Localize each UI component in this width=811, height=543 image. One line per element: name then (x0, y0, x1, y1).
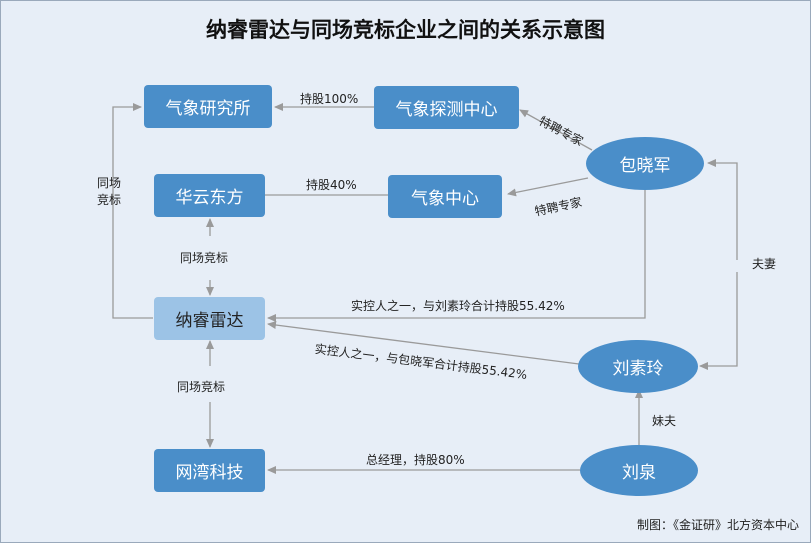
label-same-bid-left-1: 同场 (97, 176, 122, 190)
edge-same-bid-left (112, 103, 153, 319)
node-qixiang-probe-center: 气象探测中心 (374, 86, 519, 129)
node-liusuling: 刘素玲 (578, 340, 698, 393)
label-control-bao: 实控人之一，与刘素玲合计持股55.42% (351, 299, 565, 313)
label-same-bid-huayun: 同场竞标 (180, 251, 229, 265)
node-qixiang-center: 气象中心 (388, 175, 502, 218)
label-brother-in-law: 妹夫 (652, 414, 677, 428)
node-baoxiaojun: 包晓军 (586, 137, 704, 190)
label-hold100: 持股100% (300, 92, 359, 106)
edge-special-expert-2 (507, 177, 589, 197)
node-huayun: 华云东方 (154, 174, 265, 217)
node-qixiang-institute: 气象研究所 (144, 85, 272, 128)
label-same-bid-wangwan: 同场竞标 (177, 380, 226, 394)
node-wangwan: 网湾科技 (154, 449, 265, 492)
edge-control-bao (267, 190, 646, 322)
node-liuquan: 刘泉 (580, 445, 698, 496)
label-same-bid-left-2: 竞标 (97, 193, 122, 207)
edge-couple-to-liu (699, 272, 738, 370)
label-couple: 夫妻 (752, 257, 777, 271)
edge-special-expert-1 (519, 109, 593, 151)
edge-couple-to-bao (707, 159, 738, 260)
diagram-title: 纳睿雷达与同场竞标企业之间的关系示意图 (206, 18, 605, 42)
label-gm-hold80: 总经理，持股80% (366, 453, 465, 467)
credit-text: 制图：《金证研》北方资本中心 (636, 518, 799, 532)
node-nareida: 纳睿雷达 (154, 297, 265, 340)
label-hold40: 持股40% (306, 178, 357, 192)
edge-control-liu (267, 321, 580, 365)
